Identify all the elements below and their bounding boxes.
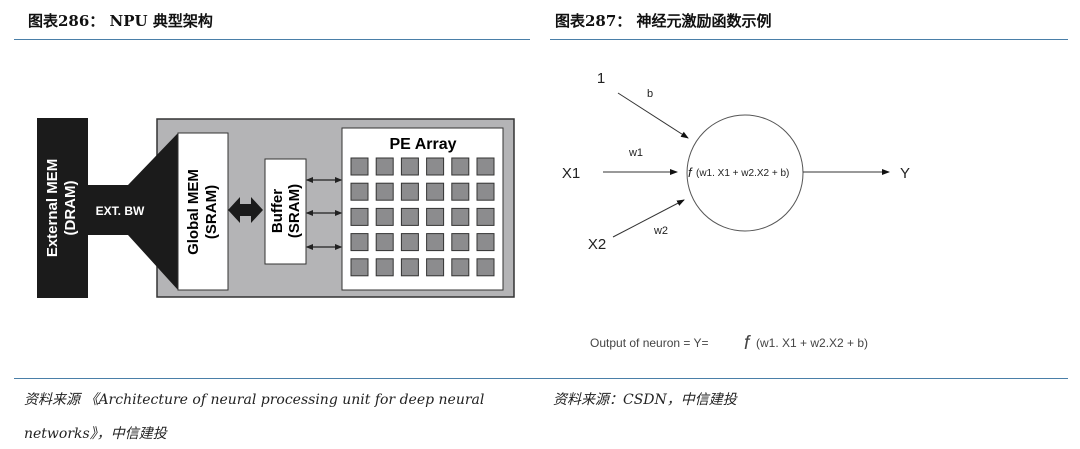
figure-title-right: 图表287： 神经元激励函数示例: [555, 12, 772, 30]
figure-title-left: 图表286： NPU 典型架构: [28, 12, 213, 30]
ext-bw-label: EXT. BW: [96, 204, 145, 218]
pe-cell: [375, 258, 394, 277]
buffer-label: Buffer: [269, 189, 286, 233]
pe-cell: [400, 182, 419, 201]
x2-arrow: [612, 199, 685, 238]
pe-cell: [451, 258, 470, 277]
pe-cell: [476, 258, 495, 277]
neuron-function-args: (w1. X1 + w2.X2 + b): [696, 168, 789, 179]
pe-cell: [451, 233, 470, 252]
pe-cell: [350, 207, 369, 226]
global-mem-sub: (SRAM): [203, 185, 220, 239]
pe-cell: [400, 207, 419, 226]
pe-cell: [451, 157, 470, 176]
pe-cell: [426, 207, 445, 226]
buffer-sub: (SRAM): [286, 184, 303, 238]
global-mem-label: Global MEM: [185, 169, 202, 255]
output-label: Y: [900, 165, 910, 182]
w2-label: w2: [653, 225, 668, 237]
x2-label: X2: [588, 236, 606, 253]
pe-array-label: PE Array: [390, 136, 457, 153]
pe-cell: [426, 157, 445, 176]
pe-cell: [426, 182, 445, 201]
bias-arrow: [617, 92, 689, 139]
pe-cell: [350, 157, 369, 176]
neuron-circle: [686, 114, 804, 232]
global-mem-block: [177, 132, 229, 291]
pe-cell: [426, 233, 445, 252]
source-left-line2: networks》，中信建投: [24, 426, 167, 442]
footer-rule: [14, 378, 1068, 379]
pe-cell: [476, 157, 495, 176]
formula-f: f: [744, 333, 751, 354]
source-left-line1: 资料来源 《Architecture of neural processing …: [24, 392, 485, 408]
external-mem-label: External MEM: [44, 159, 61, 257]
ext-bw-funnel: [88, 133, 178, 290]
pe-cell: [375, 233, 394, 252]
external-mem-sub: (DRAM): [62, 181, 79, 236]
npu-diagram: External MEM (DRAM) EXT. BW Global MEM (…: [37, 118, 515, 298]
pe-cell: [426, 258, 445, 277]
external-mem-block: [37, 118, 88, 298]
pe-cell: [350, 258, 369, 277]
title-rule-right: [550, 39, 1068, 40]
pe-cell: [476, 207, 495, 226]
pe-cell: [375, 207, 394, 226]
source-right: 资料来源：CSDN，中信建投: [553, 392, 737, 408]
pe-cell: [476, 182, 495, 201]
pe-cell: [451, 207, 470, 226]
neuron-diagram: 1 b X1 w1 X2 w2 f (w1. X1 + w2.X2 + b) Y…: [562, 70, 910, 354]
pe-cells: [350, 157, 495, 277]
pe-cell: [451, 182, 470, 201]
double-arrow-icon: [228, 197, 263, 223]
bias-weight-label: b: [647, 88, 653, 100]
pe-cell: [350, 182, 369, 201]
formula-prefix: Output of neuron = Y=: [590, 336, 709, 350]
pe-cell: [400, 258, 419, 277]
w1-label: w1: [628, 147, 643, 159]
pe-cell: [375, 157, 394, 176]
pe-cell: [400, 157, 419, 176]
formula-args: (w1. X1 + w2.X2 + b): [756, 336, 868, 350]
title-rule-left: [14, 39, 530, 40]
pe-cell: [350, 233, 369, 252]
neuron-function-symbol: f: [688, 165, 693, 180]
bias-input-label: 1: [597, 70, 605, 87]
pe-cell: [375, 182, 394, 201]
pe-cell: [476, 233, 495, 252]
pe-cell: [400, 233, 419, 252]
pe-array-block: [341, 127, 504, 291]
x1-label: X1: [562, 165, 580, 182]
